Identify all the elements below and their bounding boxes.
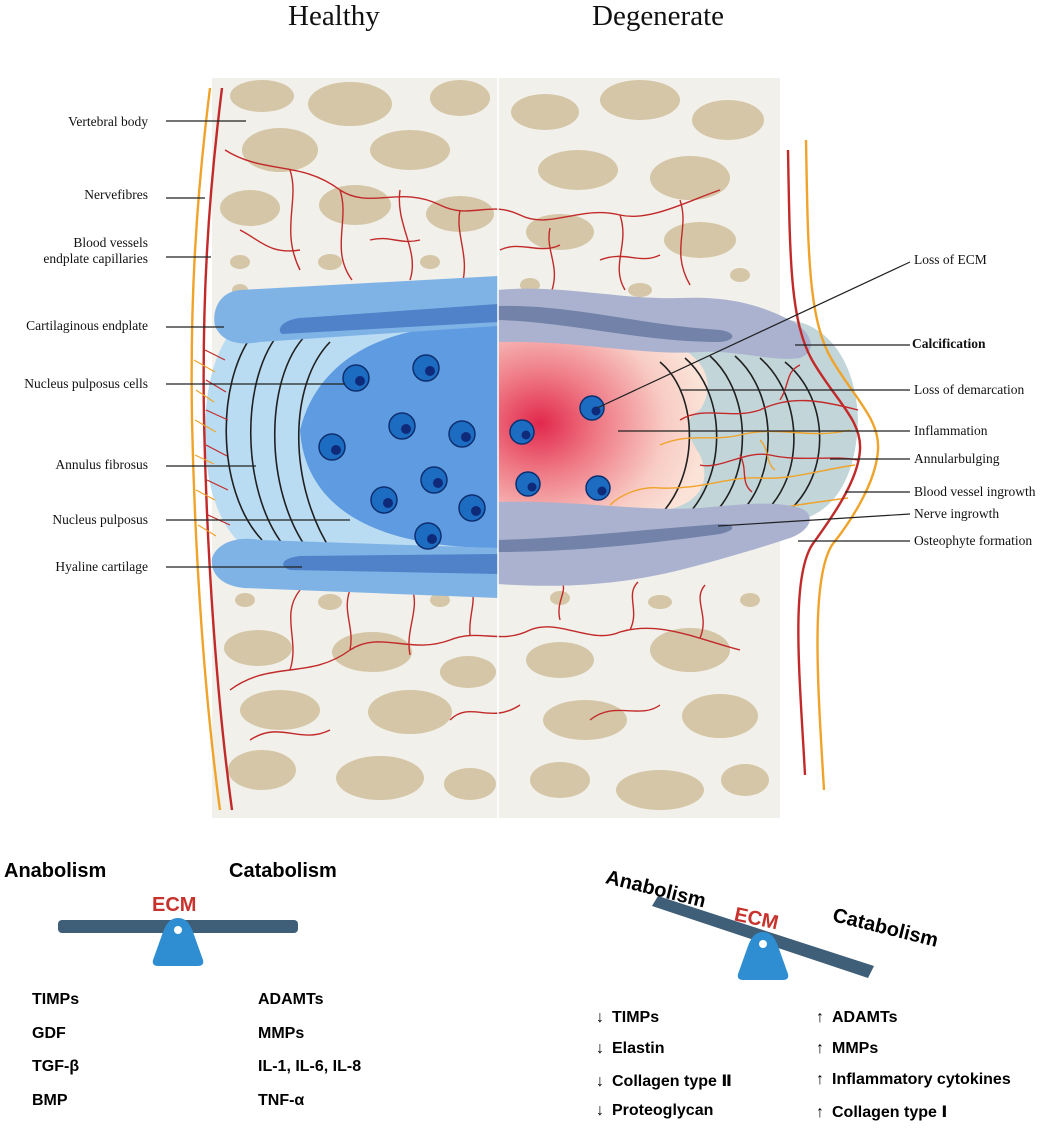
healthy-anabolic-1: GDF (32, 1025, 66, 1042)
label-blood-vessel-ingrowth: Blood vessel ingrowth (914, 484, 1036, 499)
degenerate-catabolism-label: Catabolism (830, 904, 941, 952)
up-arrow-icon: ↑ (816, 1104, 824, 1121)
healthy-ecm-label: ECM (152, 894, 197, 916)
label-nucleus-pulposus: Nucleus pulposus (52, 512, 148, 527)
down-arrow-icon: ↓ (596, 1040, 604, 1057)
healthy-catabolic-1: MMPs (258, 1025, 305, 1042)
label-vertebral-body: Vertebral body (68, 114, 148, 129)
down-arrow-icon: ↓ (596, 1073, 604, 1090)
endplate-capillaries (224, 149, 741, 741)
disc-illustration (166, 78, 911, 818)
degenerate-ecm-label: ECM (732, 903, 781, 935)
label-cartilaginous-endplate: Cartilaginous endplate (26, 318, 148, 333)
label-loss-of-demarcation: Loss of demarcation (914, 382, 1025, 397)
label-nerve-ingrowth: Nerve ingrowth (914, 506, 1000, 521)
increased-item-3: ↑Collagen type Ⅰ (816, 1104, 948, 1121)
healthy-anabolic-0: TIMPs (32, 991, 80, 1008)
osteophyte-formation (498, 501, 810, 586)
degenerate-cells (509, 395, 611, 501)
decreased-item-0: ↓TIMPs (596, 1009, 660, 1026)
inflamed-nucleus (498, 335, 708, 512)
label-calcification: Calcification (912, 336, 986, 351)
decreased-item-1: ↓Elastin (596, 1040, 665, 1057)
decreased-item-3: ↓Proteoglycan (596, 1102, 714, 1119)
healthy-balance-scale (58, 918, 298, 966)
label-hyaline-cartilage: Hyaline cartilage (55, 559, 148, 574)
label-annulus-fibrosus: Annulus fibrosus (55, 457, 148, 472)
degenerate-anabolism-label: Anabolism (603, 866, 708, 913)
increased-item-1: ↑MMPs (816, 1040, 879, 1057)
healthy-catabolic-0: ADAMTs (258, 991, 324, 1008)
decreased-item-2: ↓Collagen type Ⅱ (596, 1073, 732, 1090)
degenerate-header: Degenerate (592, 0, 725, 32)
up-arrow-icon: ↑ (816, 1009, 824, 1026)
up-arrow-icon: ↑ (816, 1040, 824, 1057)
healthy-anabolism-label: Anabolism (4, 860, 107, 882)
healthy-anabolic-3: BMP (32, 1092, 68, 1109)
healthy-catabolic-3: TNF-α (258, 1092, 305, 1109)
label-nucleus-pulposus-cells: Nucleus pulposus cells (24, 376, 148, 391)
blood-vessel-ingrowth (679, 364, 859, 493)
label-nerve-fibres: Nervefibres (84, 187, 148, 202)
right-nerve-line (804, 139, 880, 791)
healthy-catabolic-2: IL-1, IL-6, IL-8 (258, 1058, 362, 1075)
right-blood-vessel-line (786, 149, 862, 776)
healthy-header: Healthy (288, 0, 380, 32)
nucleus-pulposus-cells (318, 354, 486, 550)
increased-item-2: ↑Inflammatory cytokines (816, 1071, 1011, 1088)
label-osteophyte-formation: Osteophyte formation (914, 533, 1033, 548)
label-annular-bulging: Annularbulging (914, 451, 1000, 466)
down-arrow-icon: ↓ (596, 1102, 604, 1119)
nerve-fibre-line (190, 87, 222, 811)
label-inflammation: Inflammation (914, 423, 988, 438)
vertebral-body-bone (220, 80, 769, 810)
healthy-catabolism-label: Catabolism (229, 860, 337, 882)
increased-item-0: ↑ADAMTs (816, 1009, 898, 1026)
healthy-disc (205, 276, 498, 598)
label-loss-of-ecm: Loss of ECM (914, 252, 987, 267)
healthy-anabolic-2: TGF-β (32, 1058, 80, 1075)
label-blood-vessels: Blood vessels endplate capillaries (43, 235, 148, 266)
down-arrow-icon: ↓ (596, 1009, 604, 1026)
blood-vessel-line (202, 87, 234, 811)
degenerate-disc (498, 288, 859, 586)
up-arrow-icon: ↑ (816, 1071, 824, 1088)
